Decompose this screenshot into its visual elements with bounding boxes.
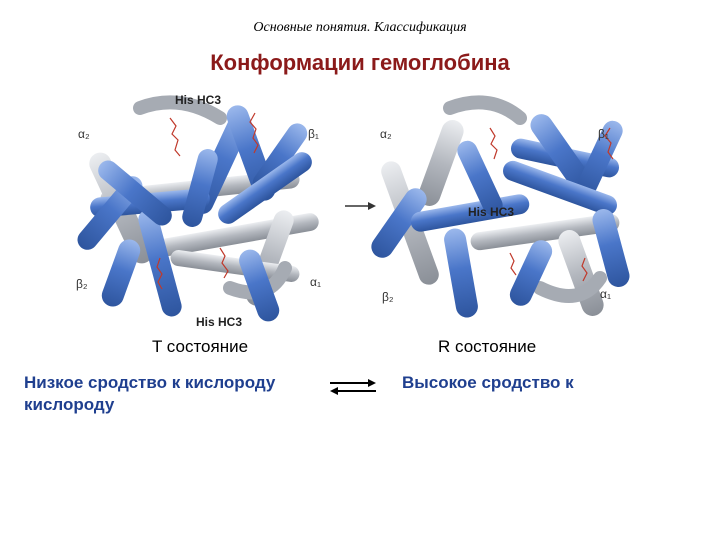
label-alpha2-right: α₂: [380, 127, 392, 141]
equilibrium-arrows-icon: [330, 379, 376, 395]
label-beta2-right: β₂: [382, 290, 394, 304]
heme-groups: [489, 127, 614, 282]
label-alpha1-left: α₁: [310, 275, 321, 289]
label-his-mid-right: His HC3: [468, 205, 514, 219]
label-beta1-left: β₁: [308, 127, 319, 141]
high-affinity-text: Высокое сродство к: [402, 373, 574, 392]
heme-groups: [156, 112, 259, 290]
r-state-structure: α₂ β₁ β₂ α₁ His HC3: [371, 95, 630, 318]
blue-helices: [371, 114, 630, 318]
label-his-top-left: His HC3: [175, 93, 221, 107]
label-beta1-right: β₁: [598, 127, 609, 141]
label-beta2-left: β₂: [76, 277, 88, 291]
low-affinity-text: Низкое сродство к кислороду кислороду: [24, 373, 276, 414]
hemoglobin-structures-svg: α₂ β₁ β₂ α₁ His HC3 His HC3: [76, 93, 630, 329]
label-alpha2-left: α₂: [78, 127, 90, 141]
t-state-structure: α₂ β₁ β₂ α₁ His HC3 His HC3: [76, 93, 321, 329]
transition-arrow: [345, 202, 376, 210]
hemoglobin-figure: α₂ β₁ β₂ α₁ His HC3 His HC3: [70, 88, 650, 336]
blue-helices: [77, 105, 312, 322]
slide-subtitle: Основные понятия. Классификация: [253, 20, 467, 35]
t-state-label: T состояние: [152, 337, 249, 356]
r-state-label: R состояние: [438, 337, 537, 356]
label-alpha1-right: α₁: [600, 287, 611, 301]
slide-title: Конформации гемоглобина: [210, 50, 510, 75]
label-his-bottom-left: His HC3: [196, 315, 242, 329]
